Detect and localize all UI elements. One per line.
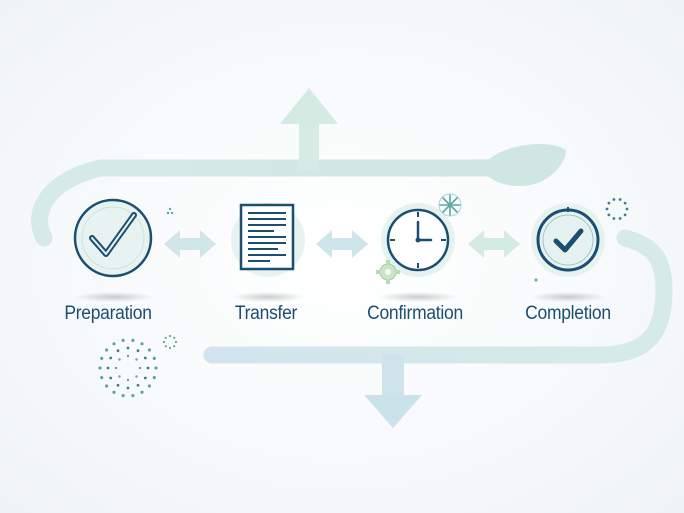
decoration-dot [138,366,142,370]
decoration-dot [116,349,120,353]
decoration-dot [118,375,121,378]
decoration-dot [147,348,151,352]
double-arrow-icon [468,230,520,258]
step-label-preparation: Preparation [64,303,152,324]
decoration-dot [105,348,109,352]
decoration-dot [168,346,172,350]
decoration-dot [114,366,118,370]
decoration-dot [162,340,166,344]
decoration-dot [126,354,130,358]
decoration-dot [109,356,113,360]
decoration-dot [98,366,102,370]
decoration-dot [100,356,104,360]
document-icon [231,203,305,277]
step-label-confirmation: Confirmation [367,303,463,324]
decoration-dot [121,394,125,398]
decoration-dot [154,366,158,370]
decoration-dot [140,390,144,394]
decoration-dot [168,334,172,338]
decoration-dot [106,366,110,370]
decoration-dot [152,356,156,360]
decoration-dot [112,342,116,346]
shadow [530,292,606,302]
decoration-dot [623,201,627,205]
decoration-dot [612,217,616,220]
double-arrow-icon [164,230,216,258]
sparkle-decoration-icon [166,207,538,282]
decoration-dot [131,394,135,398]
decoration-dot [174,340,178,344]
decoration-dot [143,376,147,380]
shadow [378,292,458,302]
decoration-dot [126,386,130,390]
decoration-dot [116,383,120,387]
double-arrow-icon [316,230,368,258]
decoration-dot [607,213,611,217]
upper-flow-path [31,88,566,247]
shadow [232,292,304,302]
down-arrow-icon [364,395,422,428]
shadow [74,292,154,302]
decoration-dot [105,384,109,388]
decoration-dot [136,349,140,353]
checkmark-icon [73,198,153,278]
check-circle-icon [531,203,605,277]
decoration-dot [618,217,622,220]
decoration-dot [109,376,113,380]
decoration-dot [146,366,150,370]
decoration-dot [164,345,167,348]
step-label-transfer: Transfer [234,303,298,324]
decoration-dot [152,376,156,380]
decoration-dot [618,198,622,201]
decoration-dot [118,358,121,361]
decoration-dot [136,383,140,387]
decoration-dot [121,338,125,342]
decoration-dot [131,338,135,342]
decoration-dot [135,375,138,378]
decoration-dot [100,376,104,380]
decoration-dot [625,207,629,211]
dotted-burst-icon [98,338,158,398]
gear-icon [376,260,400,284]
decoration-dot [173,336,176,339]
decoration-dot [140,342,144,346]
decoration-dot [112,390,116,394]
decoration-dot [605,207,609,211]
burst-decoration-icon [438,193,462,217]
clock-icon [381,203,455,277]
decoration-dot [126,378,130,382]
decoration-dot [135,358,138,361]
decoration-dot [612,198,616,201]
decoration-dot [164,336,167,339]
lower-flow-path [203,229,673,428]
decoration-dot [623,213,627,217]
decoration-dot [607,201,611,205]
decoration-dot [147,384,151,388]
step-label-completion: Completion [525,303,611,324]
decoration-dot [126,346,130,350]
up-arrow-icon [280,88,338,124]
dotted-ring-icon [162,334,178,350]
dotted-ring-icon [605,198,629,220]
decoration-dot [143,356,147,360]
decoration-dot [173,345,176,348]
